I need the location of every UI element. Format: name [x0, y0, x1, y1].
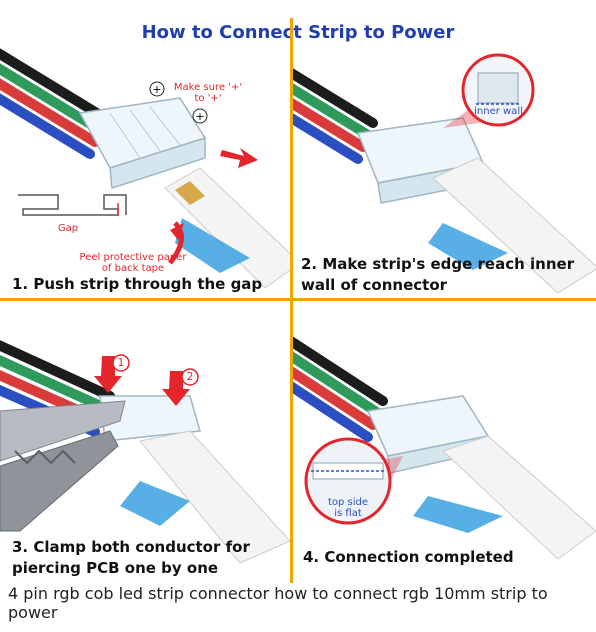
connector: [78, 97, 207, 189]
step-4-panel: top side is flat 4. Connection completed: [293, 301, 596, 583]
wire-bundle: [0, 48, 110, 159]
top-side-note: top side is flat: [327, 497, 369, 519]
pliers: [0, 400, 126, 532]
instruction-figure: How to Connect Strip to Power: [0, 18, 596, 583]
image-caption: 4 pin rgb cob led strip connector how to…: [8, 584, 548, 622]
clamp-order-2: 2: [186, 370, 194, 383]
inner-wall-note: inner wall: [474, 106, 523, 117]
gap-diagram: [18, 194, 127, 216]
step-1-illustration: + +: [0, 48, 290, 289]
svg-text:+: +: [195, 110, 204, 123]
clamp-order-1: 1: [117, 356, 125, 369]
gap-note: Gap: [57, 223, 79, 234]
led-strip: [413, 435, 596, 560]
step-3-illustration: [0, 340, 290, 564]
step-3-label: 3. Clamp both conductor for piercing PCB…: [12, 538, 250, 577]
wire-bundle: [293, 68, 378, 164]
clamp-arrows: [94, 354, 199, 406]
inner-wall-magnifier: [443, 53, 535, 128]
led-strip: [428, 157, 596, 294]
step-1-panel: + + Make sure '+' to '+' Gap Peel protec…: [0, 18, 290, 298]
horizontal-divider: [0, 298, 596, 301]
wire-bundle: [293, 336, 388, 442]
step-2-label: 2. Make strip's edge reach inner wall of…: [301, 255, 575, 294]
peel-arrow: [168, 221, 184, 265]
led-strip: [120, 430, 290, 564]
step-2-panel: inner wall 2. Make strip's edge reach in…: [293, 18, 596, 298]
step-4-illustration: [293, 336, 596, 560]
svg-text:+: +: [152, 83, 161, 96]
step-2-illustration: [293, 53, 596, 294]
make-sure-note: Make sure '+' to '+': [173, 82, 243, 104]
step-4-label: 4. Connection completed: [303, 548, 514, 566]
polarity-icons: + +: [149, 81, 208, 124]
step-1-label: 1. Push strip through the gap: [12, 275, 263, 293]
figure-title: How to Connect Strip to Power: [141, 22, 455, 43]
led-strip: [164, 167, 290, 289]
peel-note: Peel protective paper of back tape: [79, 252, 187, 274]
push-arrow: [220, 148, 258, 168]
top-side-magnifier: [304, 437, 403, 525]
step-3-panel: 1 2 3. Clamp both conductor for piercing…: [0, 301, 290, 583]
